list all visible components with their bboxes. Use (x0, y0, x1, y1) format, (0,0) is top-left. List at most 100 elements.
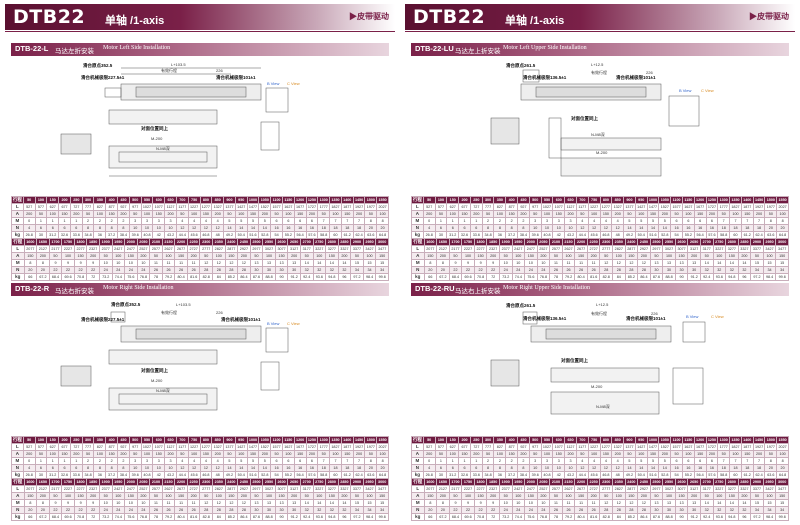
value-cell: 30 (249, 266, 264, 274)
value-cell: 67.2 (36, 513, 50, 521)
mech-origin-label: 滑台机械极限136.5±1 (523, 315, 567, 322)
value-cell: 3477 (375, 245, 389, 253)
stroke-cell: 1900 (498, 238, 513, 246)
value-cell: 6 (270, 217, 283, 225)
value-cell: 777 (481, 443, 495, 451)
stroke-cell: 2700 (699, 238, 714, 246)
value-cell: 18 (729, 464, 742, 472)
value-cell: 10 (111, 259, 126, 267)
value-cell: 9 (48, 259, 63, 267)
value-cell: 2 (517, 217, 530, 225)
value-cell: 30 (262, 266, 276, 274)
value-cell: 32 (725, 506, 739, 514)
value-cell: 24 (111, 266, 126, 274)
value-cell: 90 (674, 513, 689, 521)
row-label: M (411, 499, 425, 507)
value-cell: 50 (623, 450, 636, 458)
value-cell: 150 (293, 210, 307, 218)
stroke-cell: 2700 (699, 478, 714, 486)
stroke-cell: 1200 (693, 196, 707, 204)
value-cell: 677 (58, 443, 71, 451)
value-cell: 150 (246, 210, 260, 218)
value-cell: 1877 (740, 443, 754, 451)
value-cell: 14 (258, 464, 272, 472)
value-cell: 24 (498, 506, 513, 514)
stroke-cell: 2100 (549, 238, 563, 246)
value-cell: 2027 (376, 203, 389, 211)
value-cell: 80.4 (174, 273, 188, 281)
value-cell: 100 (281, 210, 295, 218)
value-cell: 3377 (350, 245, 364, 253)
value-cell: 2777 (199, 245, 213, 253)
drive-tag: ▶皮带驱动 (349, 12, 389, 21)
value-cell: 1 (58, 457, 71, 465)
value-cell: 1 (469, 457, 483, 465)
value-cell: 32 (699, 506, 714, 514)
value-cell: 3 (140, 217, 154, 225)
value-cell: 18 (717, 224, 731, 232)
value-cell: 2677 (174, 245, 188, 253)
value-cell: 2 (81, 217, 95, 225)
value-cell: 2977 (249, 245, 264, 253)
value-cell: 72 (486, 513, 500, 521)
opposite-note: 对面位置同上 (561, 357, 588, 364)
stroke-cell: 400 (105, 196, 119, 204)
value-cell: 75.6 (524, 273, 538, 281)
value-cell: 50 (750, 492, 764, 500)
value-cell: 100 (376, 450, 389, 458)
row-label: L (411, 443, 424, 451)
stroke-cell: 1800 (473, 238, 488, 246)
drive-tag: ▶皮带驱动 (749, 12, 789, 21)
value-cell: 20 (36, 506, 50, 514)
value-cell: 8 (423, 259, 438, 267)
value-cell: 100 (681, 450, 695, 458)
value-cell: 20 (764, 464, 778, 472)
value-cell: 6 (281, 217, 295, 225)
stroke-cell: 800 (599, 196, 613, 204)
value-cell: 6 (69, 224, 83, 232)
value-cell: 10 (164, 224, 177, 232)
value-cell: 2 (117, 217, 130, 225)
value-cell: 6 (670, 457, 683, 465)
value-cell: 10 (540, 464, 554, 472)
row-label: kg (411, 273, 425, 281)
value-cell: 727 (469, 443, 483, 451)
value-cell: 30 (687, 266, 701, 274)
value-cell: 78 (549, 273, 563, 281)
value-cell: 150 (574, 492, 588, 500)
value-cell: 70.8 (73, 513, 88, 521)
row-label: 行程 (11, 436, 24, 444)
value-cell: 7 (317, 217, 331, 225)
value-cell: 200 (517, 450, 530, 458)
value-cell: 82.8 (199, 273, 213, 281)
value-cell: 96 (737, 513, 752, 521)
section-cn: 马达左折安装 (55, 48, 94, 55)
value-cell: 8 (436, 499, 450, 507)
value-cell: 24 (511, 266, 526, 274)
value-cell: 200 (564, 210, 577, 218)
value-cell: 100 (681, 210, 695, 218)
value-cell: 50 (575, 210, 589, 218)
value-cell: 200 (337, 252, 352, 260)
value-cell: 3227 (312, 485, 327, 493)
value-cell: 1627 (681, 203, 695, 211)
value-cell: 12 (599, 464, 613, 472)
value-cell: 10 (564, 464, 577, 472)
value-cell: 3027 (262, 485, 276, 493)
value-cell: 3427 (362, 245, 377, 253)
value-cell: 10 (128, 464, 142, 472)
value-cell: 92.4 (699, 513, 714, 521)
value-cell: 24 (536, 506, 551, 514)
stroke-cell: 550 (140, 436, 154, 444)
value-cell: 9 (61, 259, 75, 267)
value-cell: 150 (224, 252, 239, 260)
stroke-cell: 2600 (274, 238, 289, 246)
value-cell: 6 (458, 464, 471, 472)
value-cell: 200 (469, 450, 483, 458)
value-cell: 14 (258, 224, 272, 232)
value-cell: 150 (599, 450, 613, 458)
value-cell: 200 (258, 450, 272, 458)
value-cell: 34 (775, 266, 789, 274)
value-cell: 3277 (325, 485, 339, 493)
